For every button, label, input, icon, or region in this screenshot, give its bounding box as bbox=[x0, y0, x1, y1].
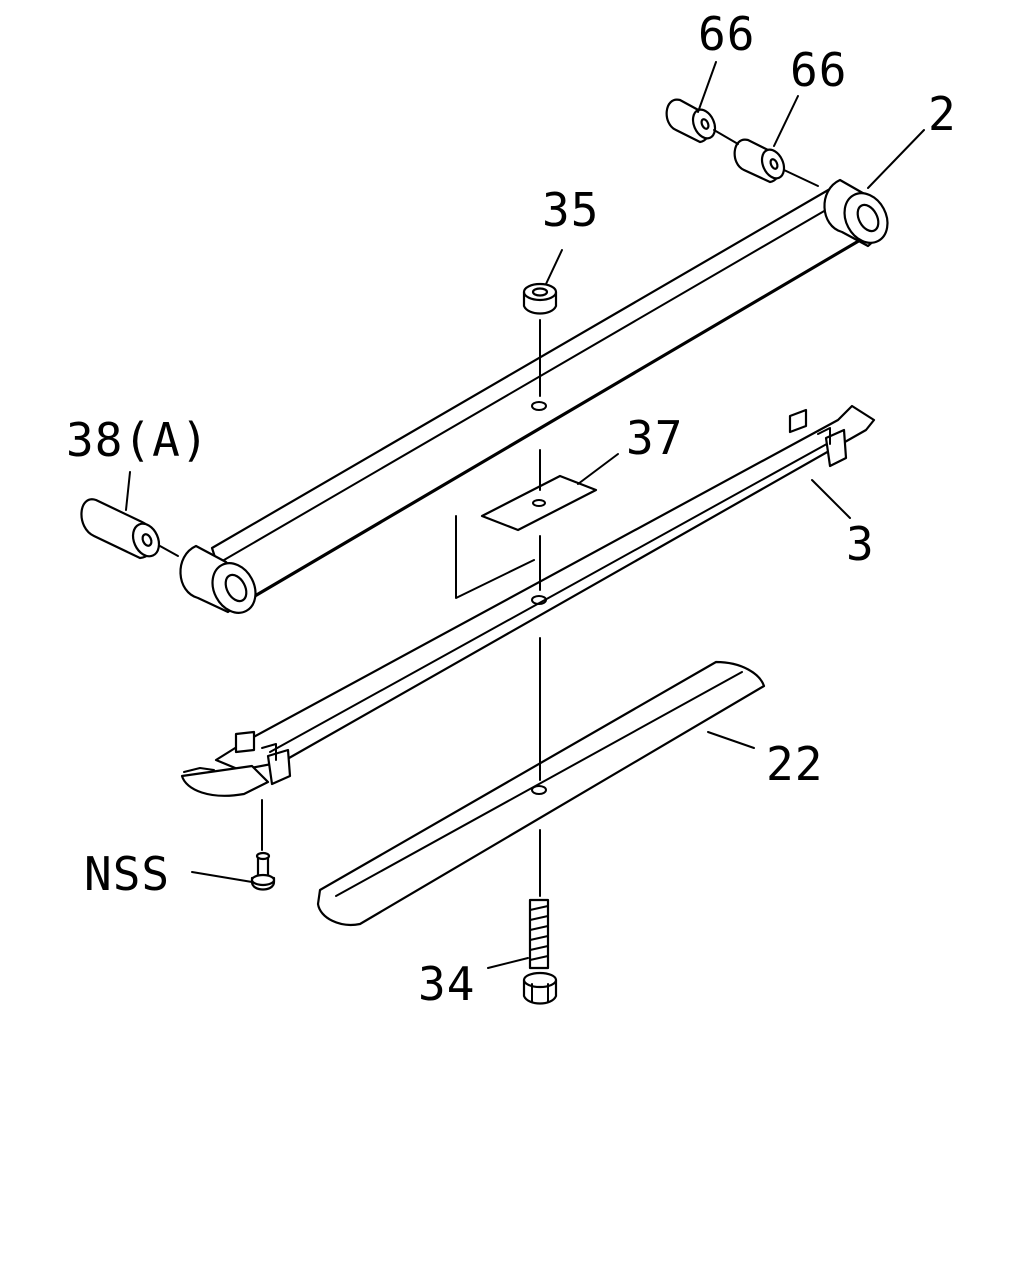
bushing-66-lower bbox=[733, 138, 786, 184]
second-leaf-center-hole bbox=[531, 595, 547, 605]
pad-37 bbox=[480, 474, 598, 532]
callout-66-lower: 66 bbox=[790, 43, 847, 97]
main-leaf-center-hole bbox=[531, 401, 547, 411]
nut-35 bbox=[522, 282, 558, 315]
callout-34: 34 bbox=[418, 957, 475, 1011]
callout-nss: NSS bbox=[84, 847, 170, 901]
callout-3: 3 bbox=[846, 517, 875, 571]
second-leaf bbox=[180, 404, 876, 797]
rear-spring-eye bbox=[823, 178, 889, 248]
assembly-axis-lines bbox=[261, 319, 541, 897]
callout-66-upper: 66 bbox=[698, 7, 755, 61]
callout-22: 22 bbox=[766, 737, 823, 791]
rear-rebound-clip bbox=[788, 408, 848, 468]
front-spring-eye bbox=[179, 544, 257, 614]
lower-leaf-center-hole bbox=[531, 785, 547, 795]
bushing-38a bbox=[80, 498, 161, 560]
leader-lines bbox=[125, 61, 925, 969]
callout-35: 35 bbox=[542, 183, 599, 237]
callout-38a: 38(A) bbox=[66, 413, 209, 467]
clip-bolt-nss bbox=[250, 851, 276, 891]
callout-2: 2 bbox=[928, 87, 957, 141]
spacer-outline bbox=[455, 515, 535, 599]
front-rebound-clip bbox=[234, 730, 292, 786]
bushing-66-upper bbox=[665, 98, 717, 144]
center-bolt-34 bbox=[522, 898, 558, 1005]
callout-37: 37 bbox=[626, 411, 683, 465]
lower-leaf bbox=[316, 660, 766, 926]
main-leaf bbox=[179, 178, 889, 614]
